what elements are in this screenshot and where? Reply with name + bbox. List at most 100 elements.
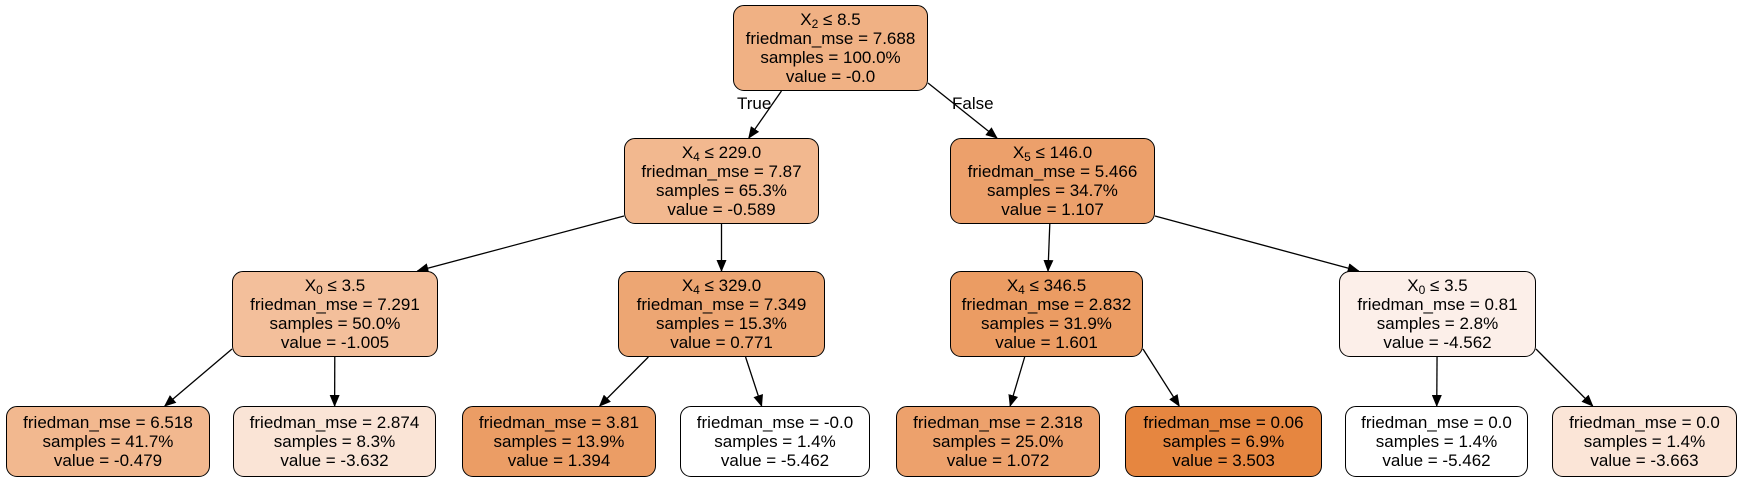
split-condition: X0 ≤ 3.5 (1407, 276, 1468, 297)
split-feature: X (800, 10, 812, 29)
feature-index: 0 (316, 283, 323, 297)
node-mse: friedman_mse = 6.518 (23, 413, 193, 432)
node-value: value = -3.663 (1590, 451, 1699, 470)
feature-index: 4 (1018, 283, 1025, 297)
split-condition: X2 ≤ 8.5 (800, 10, 861, 31)
edge-label-false: False (952, 94, 994, 113)
node-samples: samples = 15.3% (656, 314, 787, 333)
node-mse: friedman_mse = 7.688 (745, 29, 916, 48)
node-mse: friedman_mse = 7.87 (641, 162, 802, 181)
node-samples: samples = 41.7% (42, 432, 174, 451)
node-mse: friedman_mse = 0.0 (1361, 413, 1512, 432)
node-value: value = -0.589 (667, 200, 776, 219)
edge-label-true: True (737, 94, 772, 113)
node-value: value = -5.462 (720, 451, 830, 470)
node-value: value = 3.503 (1172, 451, 1275, 470)
split-threshold: ≤ 8.5 (818, 10, 861, 29)
node-mse: friedman_mse = 0.06 (1143, 413, 1304, 432)
tree-edge-arrow (163, 348, 233, 407)
node-value: value = -4.562 (1383, 333, 1492, 352)
node-value: value = -5.462 (1382, 451, 1491, 470)
split-feature: X (681, 143, 694, 162)
node-mse: friedman_mse = -0.0 (696, 413, 854, 432)
feature-index: 4 (693, 283, 700, 297)
node-mse: friedman_mse = 2.874 (249, 413, 420, 432)
node-samples: samples = 2.8% (1376, 314, 1499, 333)
split-threshold: ≤ 346.5 (1024, 276, 1087, 295)
tree-edge-arrow (1535, 348, 1594, 407)
node-mse: friedman_mse = 7.349 (636, 295, 807, 314)
split-threshold: ≤ 229.0 (699, 143, 762, 162)
tree-edge-arrow (1008, 356, 1026, 407)
node-samples: samples = 50.0% (269, 314, 401, 333)
node-samples: samples = 34.7% (987, 181, 1118, 200)
split-condition: X0 ≤ 3.5 (304, 276, 366, 297)
split-threshold: ≤ 146.0 (1030, 143, 1093, 162)
split-feature: X (1006, 276, 1019, 295)
split-threshold: ≤ 3.5 (1425, 276, 1468, 295)
node-samples: samples = 1.4% (1583, 432, 1706, 451)
node-mse: friedman_mse = 0.81 (1357, 295, 1518, 314)
node-value: value = -0.479 (53, 451, 163, 470)
node-mse: friedman_mse = 5.466 (967, 162, 1138, 181)
split-condition: X4 ≤ 346.5 (1006, 276, 1087, 297)
split-threshold: ≤ 3.5 (322, 276, 366, 295)
node-value: value = -3.632 (280, 451, 389, 470)
tree-edge-arrow (1142, 348, 1180, 407)
tree-edge-arrow (1043, 223, 1054, 272)
feature-index: 0 (1418, 283, 1426, 297)
node-value: value = -1.005 (280, 333, 390, 352)
node-samples: samples = 1.4% (1375, 432, 1498, 451)
tree-edge-arrow (598, 356, 649, 407)
node-samples: samples = 65.3% (656, 181, 787, 200)
node-value: value = 1.601 (995, 333, 1098, 352)
feature-index: 2 (811, 17, 819, 31)
split-condition: X5 ≤ 146.0 (1012, 143, 1093, 164)
split-feature: X (1012, 143, 1025, 162)
node-value: value = -0.0 (785, 67, 876, 86)
node-samples: samples = 13.9% (493, 432, 625, 451)
tree-edge-arrow (1154, 215, 1360, 273)
tree-edge-arrow (927, 82, 998, 139)
split-condition: X4 ≤ 329.0 (681, 276, 762, 297)
tree-edge-arrow (744, 356, 763, 407)
node-samples: samples = 1.4% (714, 432, 836, 451)
node-value: value = 1.072 (946, 451, 1050, 470)
node-mse: friedman_mse = 7.291 (250, 295, 420, 314)
split-feature: X (1407, 276, 1419, 295)
node-value: value = 0.771 (670, 333, 773, 352)
node-value: value = 1.394 (507, 451, 611, 470)
tree-edge-arrow (748, 90, 782, 139)
node-samples: samples = 31.9% (981, 314, 1112, 333)
split-condition: X4 ≤ 229.0 (681, 143, 762, 163)
node-mse: friedman_mse = 2.318 (913, 413, 1083, 432)
node-mse: friedman_mse = 2.832 (961, 295, 1132, 314)
split-feature: X (304, 276, 317, 295)
node-samples: samples = 25.0% (932, 432, 1064, 451)
tree-edge-arrow (416, 215, 625, 274)
node-mse: friedman_mse = 0.0 (1569, 413, 1720, 432)
node-samples: samples = 100.0% (760, 48, 901, 67)
split-feature: X (681, 276, 694, 295)
node-samples: samples = 8.3% (273, 432, 396, 451)
node-value: value = 1.107 (1001, 200, 1104, 219)
node-samples: samples = 6.9% (1162, 432, 1285, 451)
split-threshold: ≤ 329.0 (699, 276, 762, 295)
feature-index: 5 (1024, 150, 1031, 164)
